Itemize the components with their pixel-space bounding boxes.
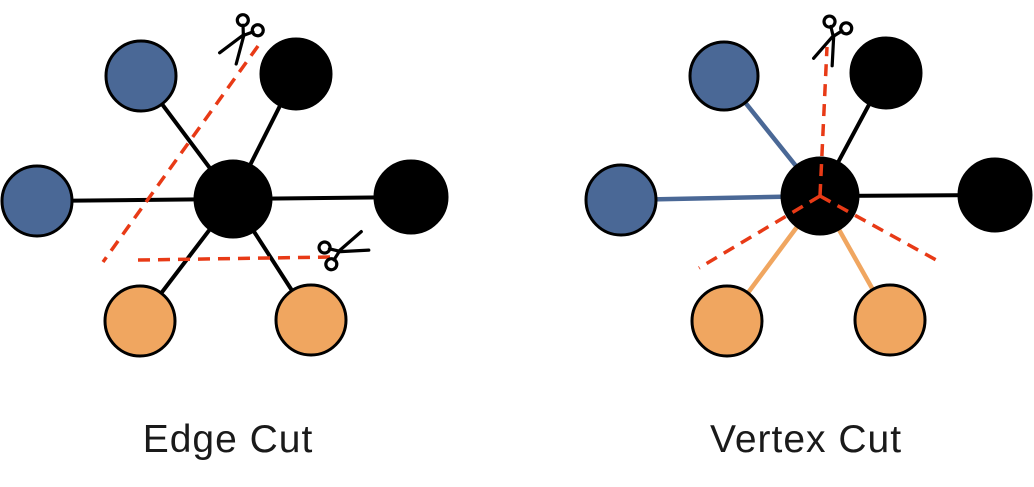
scissors-icon [214, 10, 267, 69]
node-orange-bottomright [853, 283, 927, 357]
edge-cut-label: Edge Cut [143, 418, 314, 461]
node-center [193, 159, 273, 239]
node-orange-bottomleft [690, 284, 764, 358]
edge-cut-lines [101, 44, 334, 264]
vertex-cut-diagram: Vertex Cut [584, 12, 1033, 461]
node-black-right [957, 157, 1033, 233]
cut-line-horizontal [137, 255, 334, 262]
node-blue-left [0, 164, 74, 238]
edge-cut-diagram: Edge Cut [0, 10, 449, 461]
node-orange-bottomleft [103, 284, 177, 358]
scissors-icon [315, 225, 373, 273]
node-black-topright [259, 37, 333, 111]
scissors-icon [807, 12, 855, 70]
vertex-cut-nodes [584, 36, 1033, 358]
cut-line-diagonal [101, 44, 260, 264]
cut-line-downright [819, 194, 939, 263]
cut-line-up [818, 46, 829, 197]
vertex-cut-label: Vertex Cut [710, 418, 902, 461]
node-blue-topleft [688, 40, 760, 112]
node-black-topright [849, 36, 923, 110]
node-orange-bottomright [274, 283, 348, 357]
vertex-cut-lines [698, 46, 939, 270]
cut-line-downleft [698, 194, 821, 270]
node-blue-left [584, 163, 658, 237]
edge-cut-nodes [0, 37, 449, 358]
node-blue-topleft [104, 39, 178, 113]
node-black-right [373, 159, 449, 235]
